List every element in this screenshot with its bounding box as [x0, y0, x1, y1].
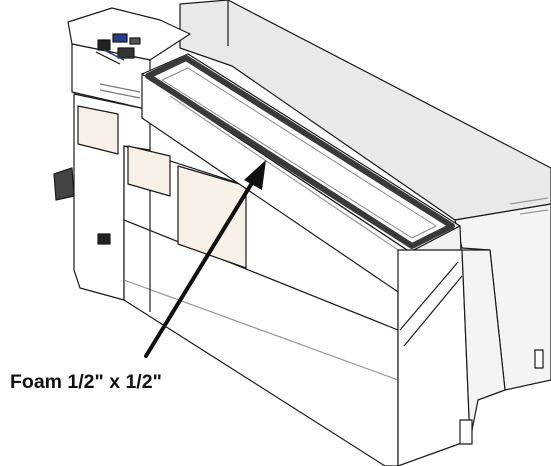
- rear-grille-line: [519, 209, 549, 215]
- arrow-shaft: [144, 176, 257, 358]
- label-line: [99, 89, 141, 99]
- callout-arrow: [144, 160, 266, 358]
- front-panel-seam: [123, 219, 399, 331]
- plenum-inner-opening: [161, 67, 437, 239]
- label-line: [99, 83, 141, 93]
- front-window-2: [127, 145, 171, 197]
- connector-icon: [129, 37, 141, 45]
- contactor-icon: [117, 47, 135, 59]
- wire-line: [103, 49, 125, 61]
- foam-gasket: [145, 55, 455, 249]
- rear-foot: [534, 349, 544, 369]
- side-brace-line: [399, 261, 459, 331]
- relay-icon: [112, 33, 128, 43]
- side-brace-line: [403, 275, 463, 347]
- front-panel-seam: [123, 279, 399, 381]
- callout-label: Foam 1/2" x 1/2": [10, 371, 162, 393]
- terminal-block-icon: [97, 39, 111, 51]
- equipment-drawing: [53, 0, 551, 466]
- right-side-panel: [397, 249, 471, 466]
- arrow-head-icon: [244, 160, 266, 190]
- wire-line: [95, 51, 121, 65]
- base-foot: [459, 419, 473, 445]
- plenum-inner-edge: [169, 95, 411, 259]
- front-window-3: [177, 165, 247, 269]
- switch-icon: [97, 233, 111, 245]
- side-bracket-icon: [53, 167, 75, 201]
- right-support-leg: [461, 249, 506, 441]
- rear-grille-line: [509, 197, 549, 205]
- front-window-1: [77, 105, 119, 155]
